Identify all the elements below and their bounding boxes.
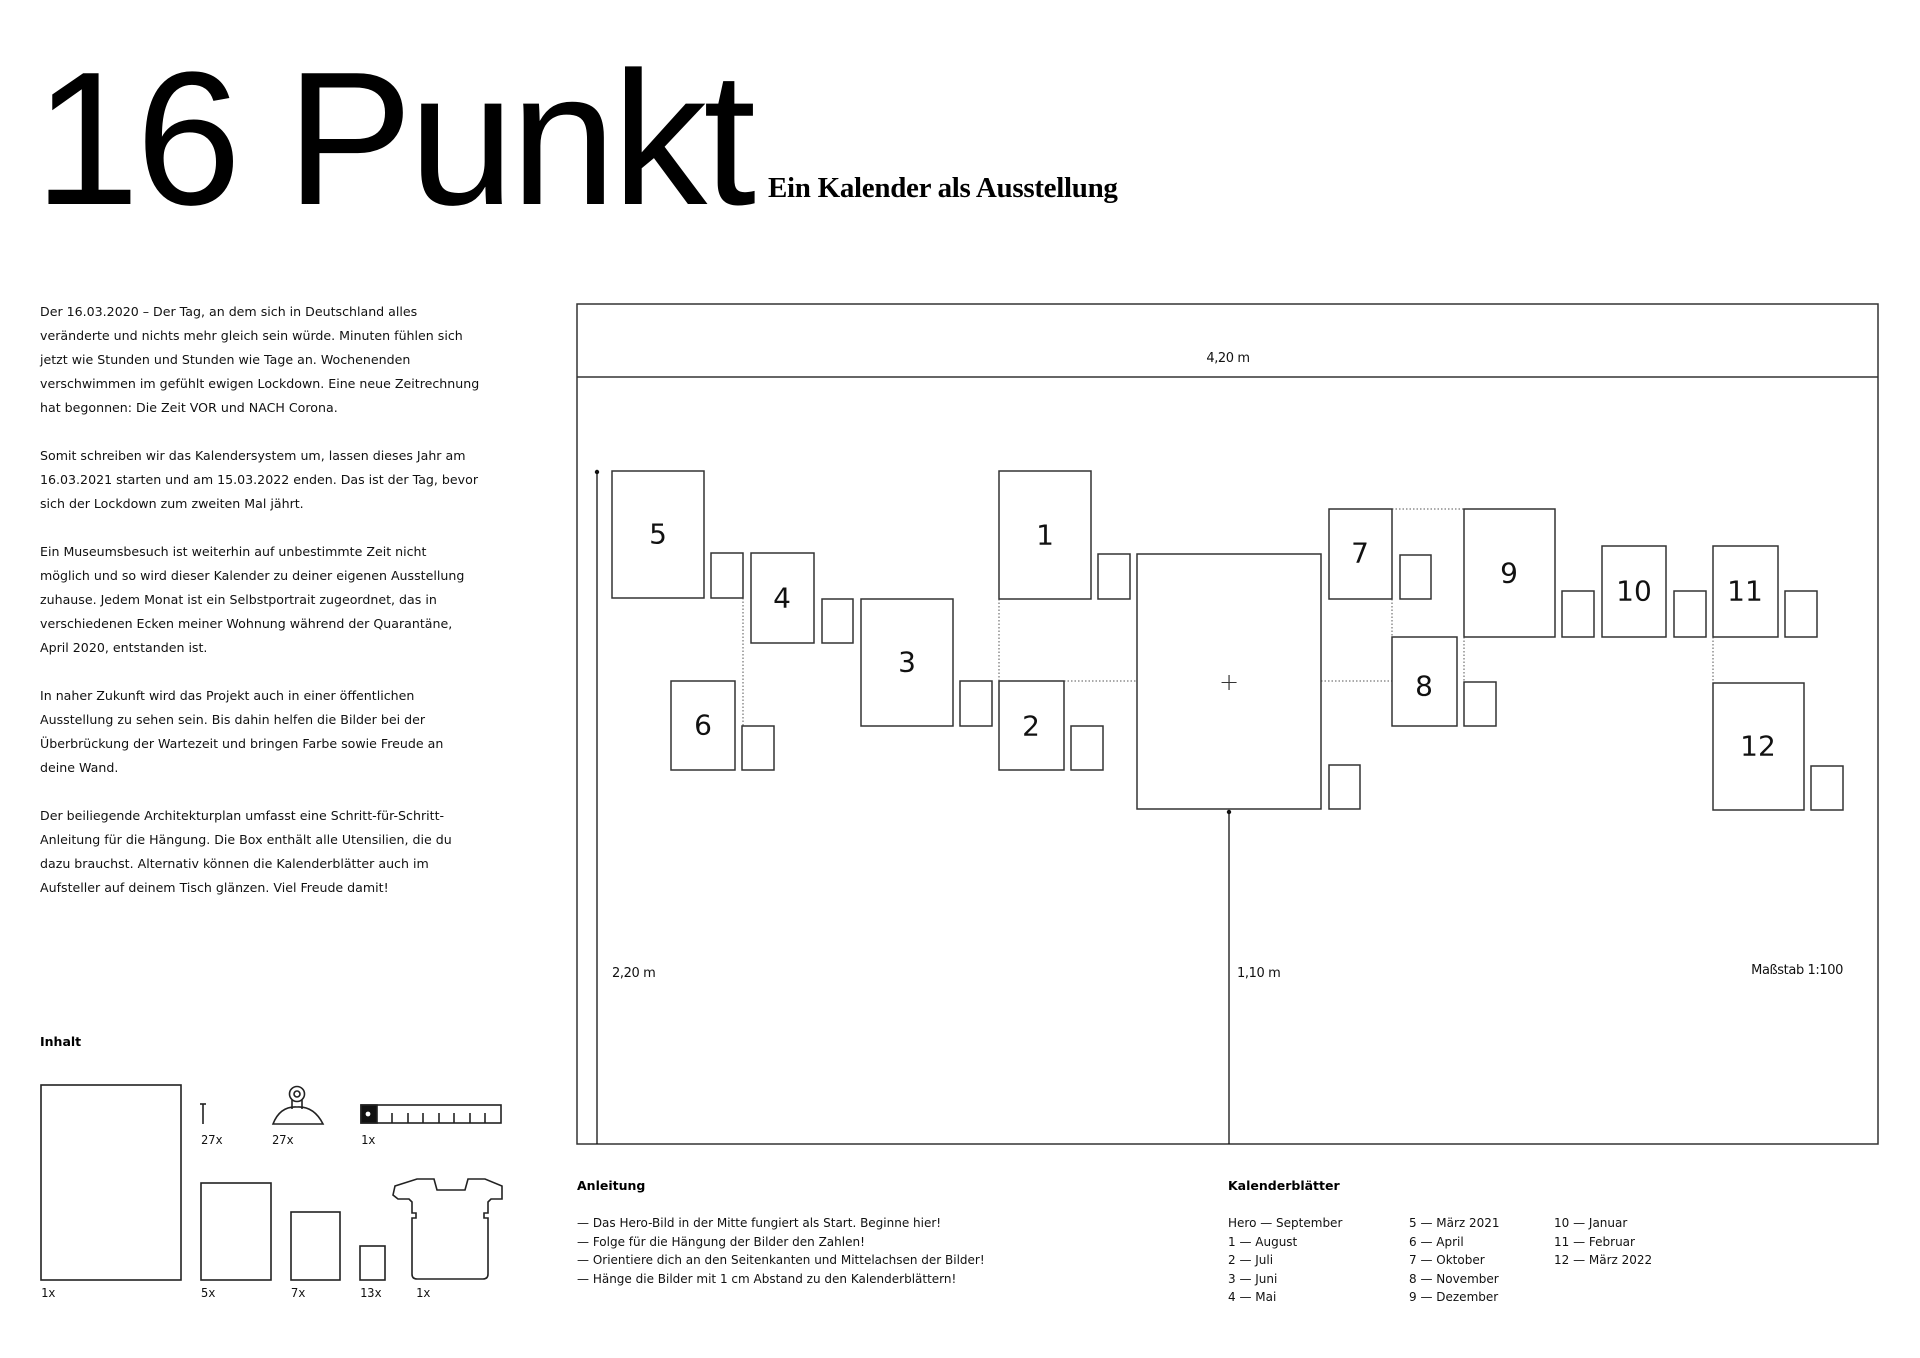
- anleitung-step: — Hänge die Bilder mit 1 cm Abstand zu d…: [577, 1271, 957, 1286]
- width-dimension-label: 4,20 m: [1206, 351, 1249, 366]
- nail-icon: [200, 1103, 206, 1124]
- anleitung-step: — Folge für die Hängung der Bilder den Z…: [577, 1234, 865, 1249]
- qty-small-print: 7x: [291, 1286, 306, 1300]
- kalender-entry: 11 — Februar: [1554, 1234, 1635, 1249]
- kalender-entry: Hero — September: [1228, 1216, 1343, 1230]
- kalender-entry: 10 — Januar: [1554, 1216, 1628, 1230]
- center-measure-dot: [1226, 809, 1232, 815]
- picture-frame-4: [750, 552, 815, 644]
- kalender-entry: 3 — Juni: [1228, 1271, 1278, 1286]
- calendar-sheet-3: [959, 680, 993, 727]
- kalender-entry: 2 — Juli: [1228, 1253, 1274, 1267]
- picture-number-4: 4: [773, 582, 791, 615]
- medium-print-icon: [200, 1182, 272, 1281]
- kalender-entry: 9 — Dezember: [1409, 1290, 1499, 1304]
- picture-number-11: 11: [1727, 575, 1763, 608]
- qty-nail: 27x: [201, 1133, 223, 1147]
- inhalt-heading: Inhalt: [40, 1034, 82, 1049]
- qty-stand: 1x: [416, 1286, 431, 1300]
- calendar-sheet-2: [1070, 725, 1104, 771]
- picture-frame-1: [998, 470, 1092, 600]
- measuring-tape-icon: [360, 1104, 502, 1124]
- qty-measuring-tape: 1x: [361, 1133, 376, 1147]
- plan-frame: [576, 303, 1879, 1145]
- kalender-column: 5 — März 2021 6 — April 7 — Oktober 8 — …: [1409, 1214, 1500, 1307]
- intro-paragraph: Der 16.03.2020 – Der Tag, an dem sich in…: [40, 304, 480, 415]
- small-print-icon: [290, 1211, 341, 1281]
- calendar-sheet-9: [1561, 590, 1595, 638]
- calendar-sheet-11: [1784, 590, 1818, 638]
- picture-number-7: 7: [1351, 537, 1369, 570]
- picture-number-8: 8: [1415, 670, 1433, 703]
- intro-paragraph: Somit schreiben wir das Kalendersystem u…: [40, 448, 479, 511]
- intro-paragraph: Ein Museumsbesuch ist weiterhin auf unbe…: [40, 544, 465, 655]
- calendar-sheet-12: [1810, 765, 1844, 811]
- qty-hook: 27x: [272, 1133, 294, 1147]
- calendar-sheet-6: [741, 725, 775, 771]
- intro-text: Der 16.03.2020 – Der Tag, an dem sich in…: [40, 300, 480, 924]
- picture-frame-12: [1712, 682, 1805, 811]
- picture-frame-8: [1391, 636, 1458, 727]
- qty-medium-print: 5x: [201, 1286, 216, 1300]
- anleitung-step: — Das Hero-Bild in der Mitte fungiert al…: [577, 1216, 942, 1230]
- picture-frame-11: [1712, 545, 1779, 638]
- calendar-sheet-7: [1399, 554, 1432, 600]
- height-measure-dot: [594, 469, 600, 475]
- calendar-sheet-5: [710, 552, 744, 599]
- large-print-icon: [40, 1084, 182, 1281]
- picture-frame-6: [670, 680, 736, 771]
- page-title: 16 Punkt: [34, 33, 756, 245]
- intro-paragraph: In naher Zukunft wird das Projekt auch i…: [40, 688, 444, 775]
- picture-frame-2: [998, 680, 1065, 771]
- calendar-sheet-1: [1097, 553, 1131, 600]
- kalender-entry: 5 — März 2021: [1409, 1216, 1500, 1230]
- picture-number-3: 3: [898, 646, 916, 679]
- qty-calendar-sheet: 13x: [360, 1286, 382, 1300]
- intro-paragraph: Der beiliegende Architekturplan umfasst …: [40, 808, 452, 895]
- kalender-entry: 6 — April: [1409, 1234, 1464, 1249]
- anleitung-step: — Orientiere dich an den Seitenkanten un…: [577, 1253, 985, 1267]
- stand-icon: [392, 1178, 503, 1280]
- picture-number-6: 6: [694, 709, 712, 742]
- picture-frame-10: [1601, 545, 1667, 638]
- calendar-sheet-icon: [359, 1245, 386, 1281]
- scale-label: Maßstab 1:100: [1751, 963, 1843, 978]
- calendar-sheet-4: [821, 598, 854, 644]
- picture-frame-3: [860, 598, 954, 727]
- picture-frame-5: [611, 470, 705, 599]
- kalender-column: 10 — Januar 11 — Februar 12 — März 2022: [1554, 1214, 1652, 1270]
- kalender-column: Hero — September 1 — August 2 — Juli 3 —…: [1228, 1214, 1342, 1307]
- kalender-entry: 1 — August: [1228, 1234, 1298, 1249]
- picture-frame-9: [1463, 508, 1556, 638]
- anleitung-heading: Anleitung: [577, 1178, 646, 1193]
- kalender-entry: 8 — November: [1409, 1271, 1499, 1286]
- kalenderblaetter-heading: Kalenderblätter: [1228, 1178, 1340, 1193]
- picture-number-9: 9: [1500, 557, 1518, 590]
- hero-center-marker: +: [1219, 668, 1239, 696]
- kalender-entry: 12 — März 2022: [1554, 1253, 1653, 1267]
- picture-number-10: 10: [1616, 575, 1652, 608]
- picture-number-12: 12: [1740, 730, 1776, 763]
- calendar-sheet-hero: [1328, 764, 1361, 810]
- kalender-entry: 7 — Oktober: [1409, 1253, 1485, 1267]
- hook-icon: [271, 1085, 325, 1125]
- picture-frame-hero: [1136, 553, 1322, 810]
- picture-frame-7: [1328, 508, 1393, 600]
- calendar-sheet-8: [1463, 681, 1497, 727]
- picture-number-1: 1: [1036, 519, 1054, 552]
- kalender-entry: 4 — Mai: [1228, 1290, 1277, 1304]
- page-subtitle: Ein Kalender als Ausstellung: [768, 172, 1118, 204]
- anleitung-list: — Das Hero-Bild in der Mitte fungiert al…: [577, 1214, 985, 1288]
- center-height-label: 1,10 m: [1237, 966, 1280, 981]
- picture-number-5: 5: [649, 518, 667, 551]
- qty-large-print: 1x: [41, 1286, 56, 1300]
- height-dimension-label: 2,20 m: [612, 966, 655, 981]
- calendar-sheet-10: [1673, 590, 1707, 638]
- picture-number-2: 2: [1022, 710, 1040, 743]
